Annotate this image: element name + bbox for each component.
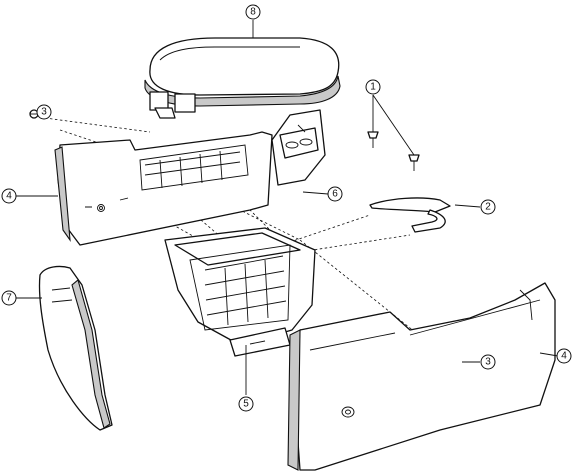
right-side-panel: [287, 282, 556, 471]
front-lower-cover: [38, 265, 113, 431]
callout-4-left: 4: [1, 188, 17, 204]
svg-text:1: 1: [370, 82, 376, 93]
callout-2: 2: [480, 199, 496, 215]
svg-text:2: 2: [485, 202, 491, 213]
callout-7: 7: [1, 290, 17, 306]
svg-text:4: 4: [561, 351, 567, 362]
callout-4-right: 4: [556, 348, 572, 364]
svg-text:8: 8: [250, 7, 256, 18]
svg-text:3: 3: [41, 107, 47, 118]
callout-1: 1: [365, 79, 381, 95]
bracket: [271, 109, 326, 186]
svg-text:7: 7: [6, 293, 12, 304]
callout-3-bottom: 3: [480, 354, 496, 370]
svg-text:3: 3: [485, 357, 491, 368]
callout-8: 8: [245, 4, 261, 20]
callout-6: 6: [327, 186, 343, 202]
svg-text:6: 6: [332, 189, 338, 200]
callout-3-top: 3: [36, 104, 52, 120]
armrest-lid: [144, 37, 341, 119]
svg-text:5: 5: [243, 399, 249, 410]
callout-5: 5: [238, 396, 254, 412]
cable-bracket: [369, 197, 451, 233]
svg-text:4: 4: [6, 191, 12, 202]
clip-fasteners: [367, 131, 420, 171]
left-side-panel: [54, 131, 273, 246]
